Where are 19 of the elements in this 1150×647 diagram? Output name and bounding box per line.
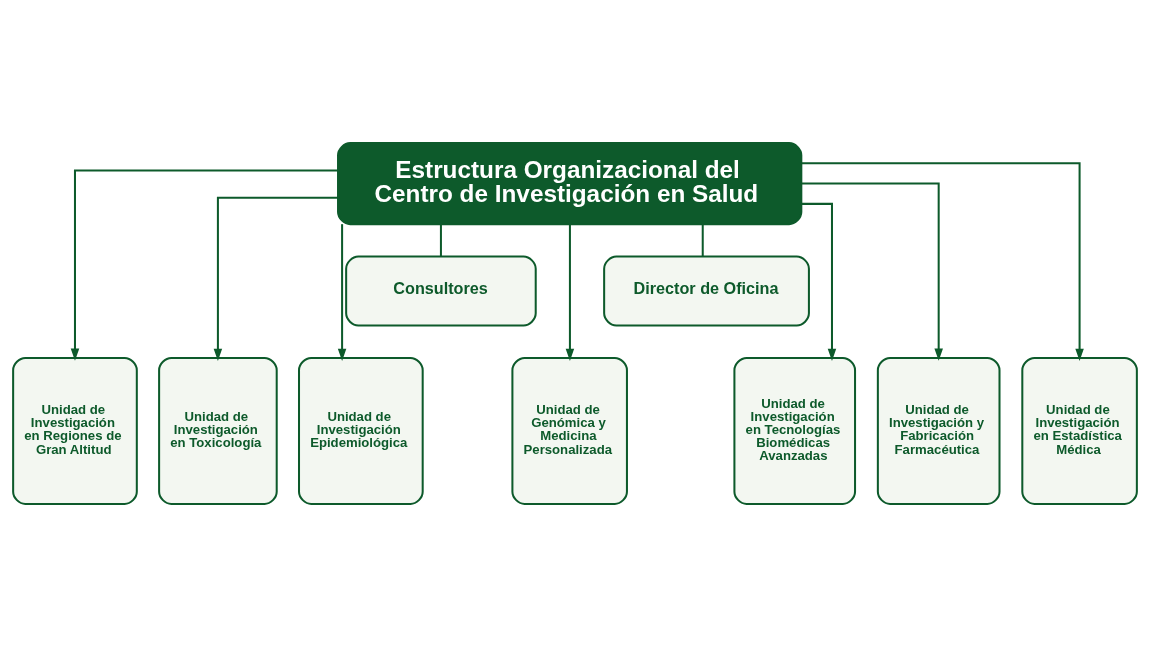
node-box: Unidad de Genómica y Medicina Personalizada <box>511 356 628 505</box>
arrow <box>801 182 943 361</box>
node-box: Unidad de Investigación en Estadística Médica <box>1021 356 1138 505</box>
arrow <box>801 202 837 361</box>
node-box: Unidad de Investigación Epidemiológica <box>298 356 424 505</box>
node-box: Unidad de Investigación y Fabricación Farmacéutica <box>876 356 1001 505</box>
arrow <box>213 196 338 361</box>
arrow <box>337 224 347 361</box>
node-box: Unidad de Investigación en Regiones de Gran Altitud <box>12 356 138 505</box>
arrow <box>70 169 338 361</box>
arrow <box>801 162 1084 361</box>
node-box: Estructura Organizacional del Centro de Investigación en Salud <box>337 142 803 226</box>
node-box: Unidad de Investigación en Tecnologías Biomédicas Avanzadas <box>733 356 857 505</box>
node-box: Unidad de Investigación en Toxicología <box>158 356 278 505</box>
node-box: Director de Oficina <box>603 255 810 327</box>
connector <box>439 224 442 257</box>
connector <box>701 224 704 257</box>
node-box: Consultores <box>345 255 537 327</box>
arrow <box>565 224 575 361</box>
